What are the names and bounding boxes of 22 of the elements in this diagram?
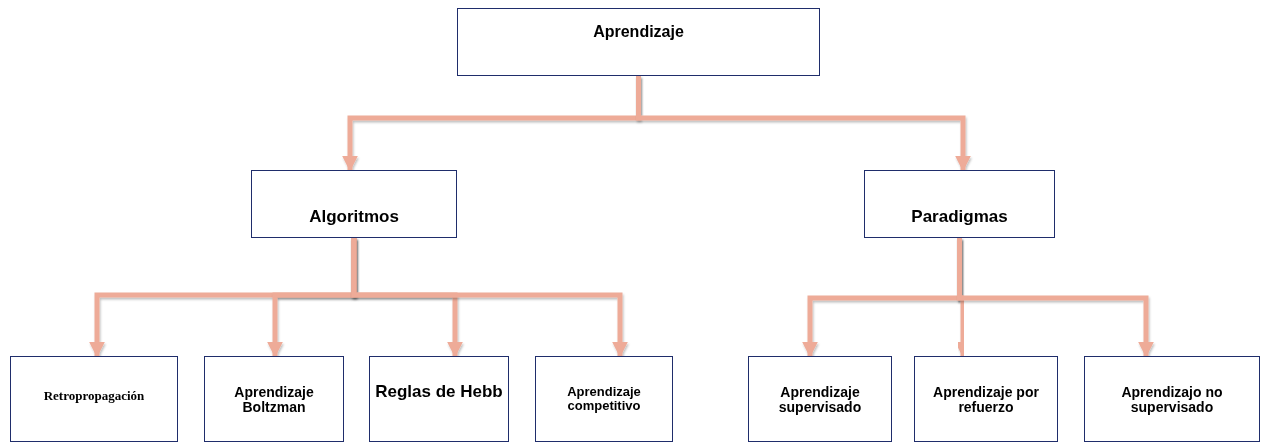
process-box: [10, 356, 178, 442]
node-label: Retropropagación: [43, 389, 145, 404]
node-label: Reglas de Hebb: [375, 383, 503, 402]
node-label: Aprendizaje por refuerzo: [932, 385, 1040, 416]
arrow: [957, 238, 1154, 358]
node-label: Aprendizaje supervisado: [777, 385, 863, 416]
process-box: [535, 356, 673, 442]
process-box: [369, 356, 509, 442]
node-label: Paradigmas: [911, 208, 1008, 227]
process-box: [1084, 356, 1260, 442]
process-box: [204, 356, 344, 442]
process-box: [457, 8, 820, 76]
node-label: Algoritmos: [309, 208, 399, 227]
node-label: Aprendizaje competitivo: [566, 385, 642, 414]
node-label: Aprendizaje Boltzman: [233, 385, 315, 416]
node-label: Aprendizajo no supervisado: [1120, 385, 1224, 416]
process-box: [914, 356, 1058, 442]
process-box: [864, 170, 1055, 238]
node-label: Aprendizaje: [593, 23, 684, 41]
arrow: [351, 238, 628, 358]
process-box: [251, 170, 457, 238]
process-box: [748, 356, 892, 442]
